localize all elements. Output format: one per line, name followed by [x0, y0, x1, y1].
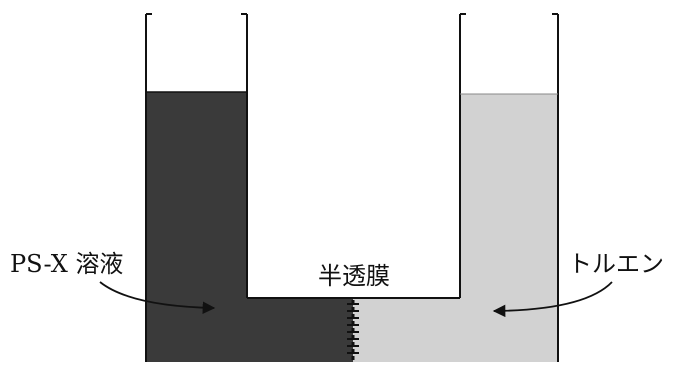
membrane-label: 半透膜: [318, 262, 390, 290]
left-solution-bottom: [146, 298, 353, 362]
right-label-arrow: [492, 281, 613, 318]
right-solvent-label: トルエン: [568, 250, 664, 278]
right-solvent-bottom: [353, 298, 558, 362]
left-label-arrow: [99, 281, 216, 315]
semipermeable-membrane: [347, 300, 359, 362]
u-tube-outline: [145, 13, 559, 362]
left-solution-label: PS-X 溶液: [10, 250, 123, 278]
